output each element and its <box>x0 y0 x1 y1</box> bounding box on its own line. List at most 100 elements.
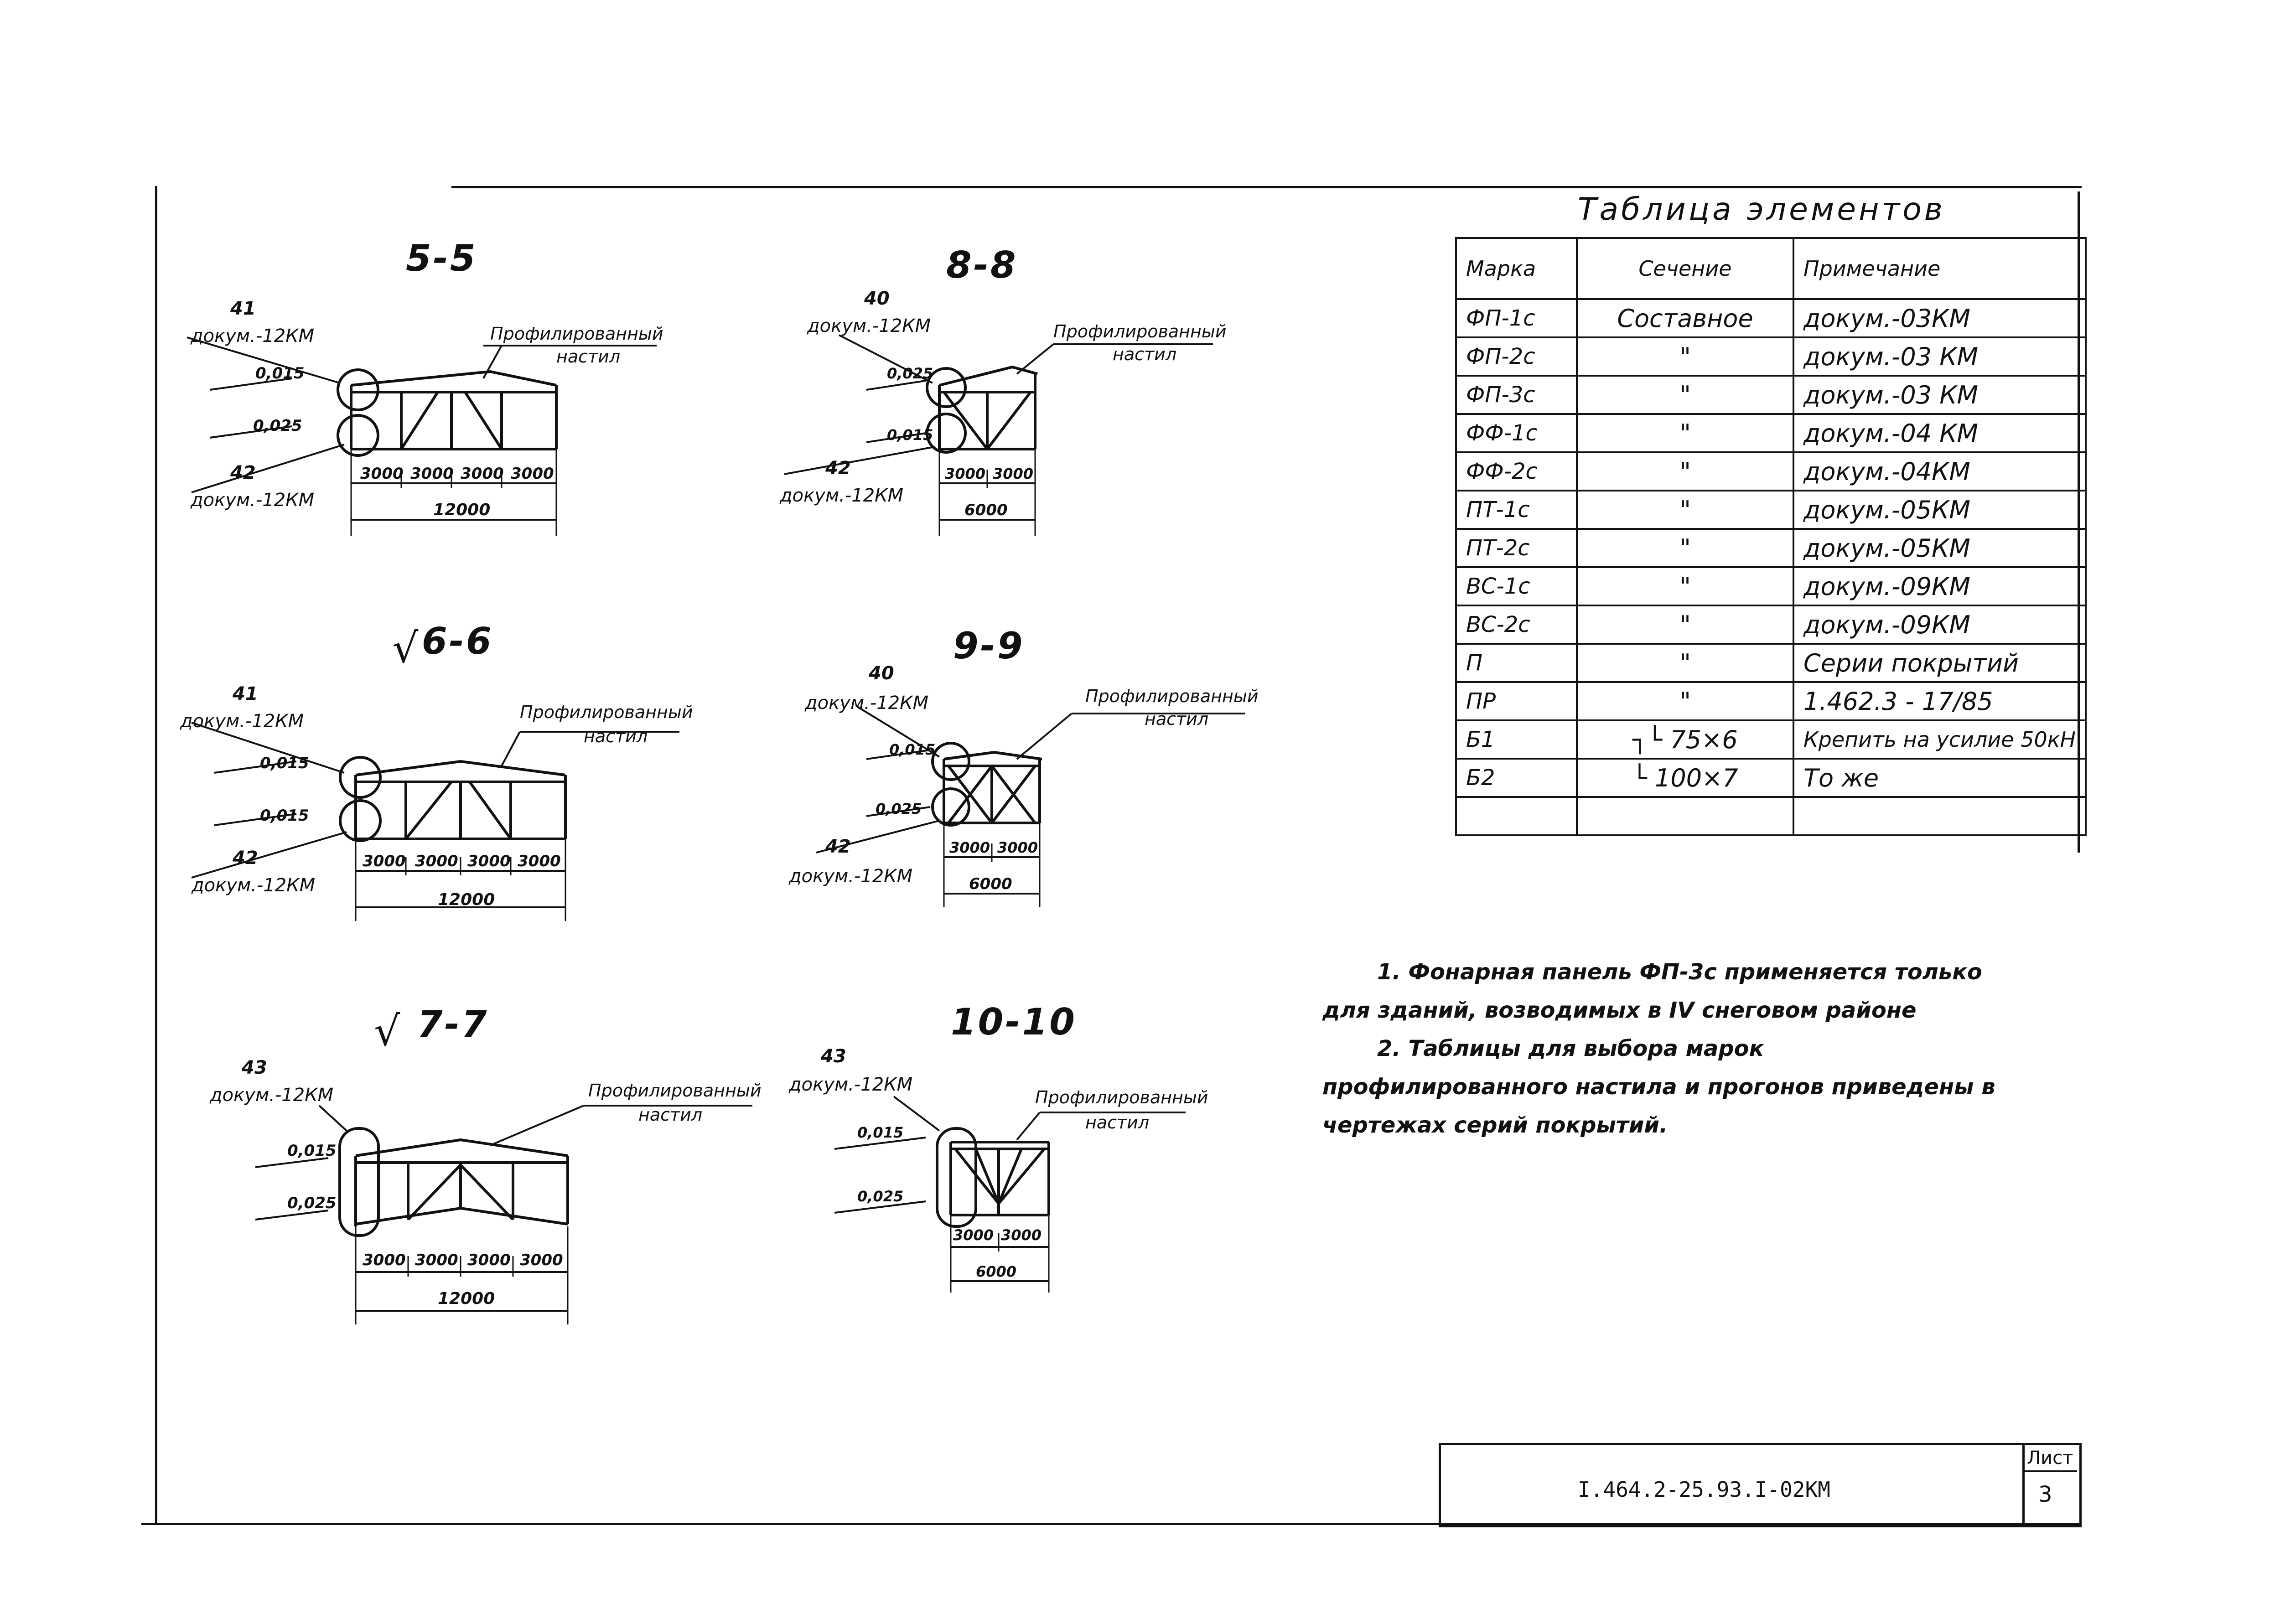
deck-label-9-9-line2: настил <box>1145 709 1208 729</box>
level-7-7-top: 0,015 <box>287 1142 337 1160</box>
cell-sechenie: " <box>1576 643 1794 683</box>
notes-block: 1. Фонарная панель ФП-3с применяется тол… <box>1322 953 1997 1144</box>
callout-num-5-5-bottom: 42 <box>230 462 256 483</box>
table-row: ВС-1с"докум.-09КМ <box>1455 566 2087 606</box>
table-title: Таблица элементов <box>1578 191 1945 228</box>
cell-sechenie <box>1576 796 1794 836</box>
callout-doc-5-5-top: докум.-12КМ <box>190 326 314 347</box>
level-7-7-bottom: 0,025 <box>287 1194 337 1212</box>
cell-sechenie: " <box>1576 490 1794 530</box>
cell-marka: ФП-1с <box>1455 298 1578 338</box>
cell-sechenie: └ 100×7 <box>1576 758 1794 798</box>
callout-doc-8-8-bottom: докум.-12КМ <box>779 485 903 506</box>
deck-label-10-10-line2: настил <box>1085 1112 1149 1133</box>
dim-5-5-2: 3000 <box>410 465 454 483</box>
check-mark-7-7: √ <box>374 1008 400 1055</box>
cell-primechanie <box>1792 796 2087 836</box>
total-9-9: 6000 <box>969 875 1012 893</box>
dim-7-7-4: 3000 <box>520 1251 563 1269</box>
cell-primechanie: докум.-05КМ <box>1792 528 2087 568</box>
total-5-5: 12000 <box>433 501 490 519</box>
callout-num-8-8-top: 40 <box>864 288 890 309</box>
cell-sechenie: " <box>1576 375 1794 415</box>
cell-primechanie: докум.-03 КМ <box>1792 336 2087 377</box>
section-7-7-drawing <box>255 1105 752 1324</box>
total-10-10: 6000 <box>976 1263 1016 1280</box>
level-9-9-bottom: 0,025 <box>876 800 922 817</box>
frame-top <box>451 186 2082 188</box>
document-code: I.464.2-25.93.I-02КМ <box>1578 1477 1830 1502</box>
cell-marka: П <box>1455 643 1578 683</box>
section-5-5-drawing <box>187 336 657 536</box>
cell-sechenie: " <box>1576 528 1794 568</box>
title-block <box>1439 1443 2082 1527</box>
section-8-8-drawing <box>784 334 1213 536</box>
cell-primechanie: докум.-03КМ <box>1792 298 2087 338</box>
cell-marka: Б2 <box>1455 758 1578 798</box>
cell-primechanie: докум.-04КМ <box>1792 451 2087 491</box>
sheet-number: 3 <box>2038 1482 2052 1507</box>
table-row: ПР"1.462.3 - 17/85 <box>1455 681 2087 721</box>
dim-8-8-2: 3000 <box>993 465 1033 482</box>
table-row: ПТ-1с"докум.-05КМ <box>1455 490 2087 530</box>
table-row: ФП-2с"докум.-03 КМ <box>1455 336 2087 377</box>
section-title-8-8: 8-8 <box>946 244 1018 286</box>
cell-primechanie: Серии покрытий <box>1792 643 2087 683</box>
callout-num-5-5-top: 41 <box>230 298 256 319</box>
callout-doc-7-7-top: докум.-12КМ <box>209 1085 333 1106</box>
cell-marka: ПТ-1с <box>1455 490 1578 530</box>
deck-label-9-9-line1: Профилированный <box>1085 686 1259 706</box>
dim-9-9-2: 3000 <box>997 839 1038 856</box>
callout-doc-6-6-bottom: докум.-12КМ <box>191 875 315 896</box>
callout-doc-9-9-bottom: докум.-12КМ <box>788 866 912 887</box>
level-9-9-top: 0,015 <box>889 741 935 758</box>
note-2: 2. Таблицы для выбора марок профилирован… <box>1322 1036 1995 1138</box>
cell-sechenie: " <box>1576 336 1794 377</box>
cell-primechanie: докум.-04 КМ <box>1792 413 2087 453</box>
table-row <box>1455 796 2087 836</box>
frame-bottom <box>141 1523 2079 1525</box>
section-10-10-drawing <box>834 1096 1186 1293</box>
deck-label-6-6-line2: настил <box>584 726 648 746</box>
deck-label-8-8-line1: Профилированный <box>1053 321 1227 341</box>
total-8-8: 6000 <box>964 501 1008 519</box>
deck-label-7-7-line2: настил <box>638 1105 702 1125</box>
level-10-10-bottom: 0,025 <box>857 1188 903 1205</box>
cell-marka: ФФ-1с <box>1455 413 1578 453</box>
level-10-10-top: 0,015 <box>857 1124 903 1141</box>
level-5-5-bottom: 0,025 <box>253 417 302 435</box>
callout-num-8-8-bottom: 42 <box>825 458 851 479</box>
dim-6-6-3: 3000 <box>467 852 511 870</box>
cell-primechanie: докум.-03 КМ <box>1792 375 2087 415</box>
callout-doc-9-9-top: докум.-12КМ <box>804 693 928 714</box>
table-row: П"Серии покрытий <box>1455 643 2087 683</box>
deck-label-6-6-line1: Профилированный <box>520 702 693 722</box>
header-primechanie: Примечание <box>1792 237 2087 300</box>
callout-num-6-6-bottom: 42 <box>232 848 258 869</box>
dim-5-5-4: 3000 <box>511 465 554 483</box>
cell-primechanie: Крепить на усилие 50кН <box>1792 719 2087 760</box>
section-title-5-5: 5-5 <box>406 237 477 279</box>
cell-sechenie: ┐└ 75×6 <box>1576 719 1794 760</box>
callout-num-10-10-top: 43 <box>820 1046 846 1067</box>
cell-marka: Б1 <box>1455 719 1578 760</box>
cell-marka: ВС-1с <box>1455 566 1578 606</box>
table-row: ПТ-2с"докум.-05КМ <box>1455 528 2087 568</box>
section-title-6-6: 6-6 <box>422 620 493 662</box>
header-sechenie: Сечение <box>1576 237 1794 300</box>
deck-label-5-5-line2: настил <box>556 347 620 367</box>
cell-marka: ФФ-2с <box>1455 451 1578 491</box>
dim-6-6-2: 3000 <box>415 852 458 870</box>
cell-primechanie: докум.-09КМ <box>1792 605 2087 645</box>
dim-10-10-2: 3000 <box>1001 1226 1042 1244</box>
level-8-8-top: 0,025 <box>887 365 933 382</box>
callout-doc-5-5-bottom: докум.-12КМ <box>190 490 314 511</box>
dim-7-7-1: 3000 <box>363 1251 406 1269</box>
cell-primechanie: докум.-09КМ <box>1792 566 2087 606</box>
cell-marka <box>1455 796 1578 836</box>
cell-sechenie: " <box>1576 681 1794 721</box>
callout-num-7-7-top: 43 <box>241 1057 267 1078</box>
